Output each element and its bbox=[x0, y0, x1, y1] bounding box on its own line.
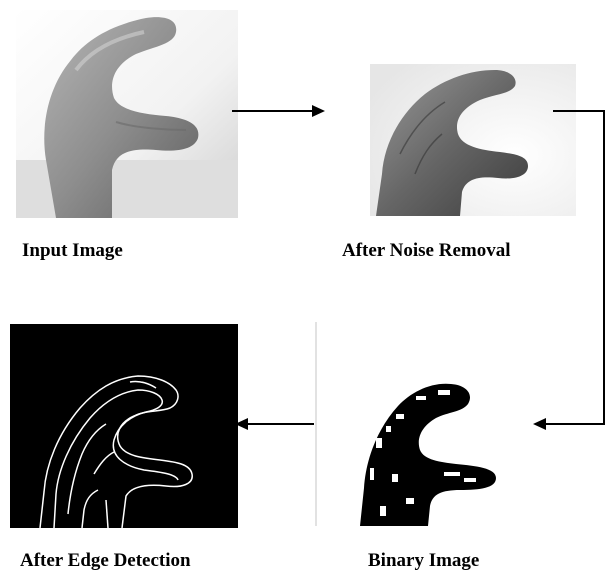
caption-input-image: Input Image bbox=[22, 240, 123, 262]
caption-noise-removal: After Noise Removal bbox=[342, 240, 511, 262]
arrow-input-to-noise bbox=[232, 105, 325, 117]
arrow-noise-to-binary bbox=[533, 111, 604, 430]
caption-binary-image: Binary Image bbox=[368, 550, 479, 572]
caption-edge-detection: After Edge Detection bbox=[20, 550, 191, 572]
arrow-binary-to-edge bbox=[235, 418, 314, 430]
